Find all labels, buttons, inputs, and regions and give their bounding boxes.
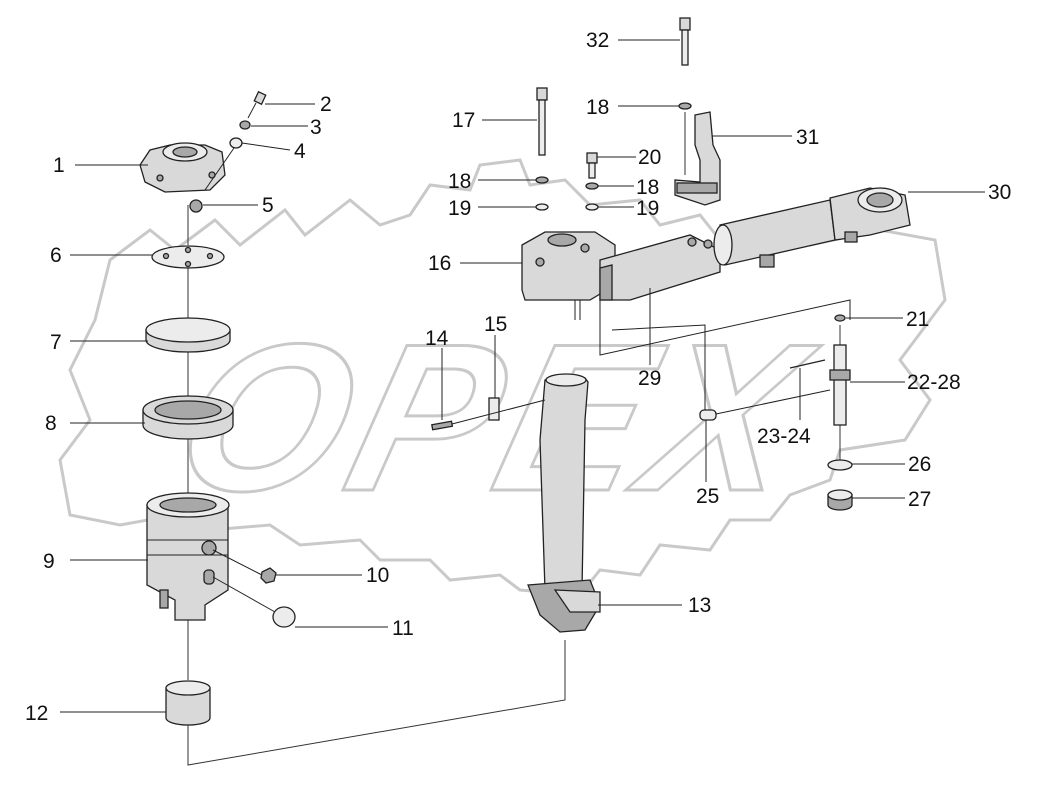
callout-8: 8	[45, 412, 57, 435]
left-stack-axis	[187, 205, 566, 766]
callout-4: 4	[294, 140, 306, 163]
callout-23-24: 23-24	[757, 425, 811, 448]
callout-29: 29	[638, 367, 661, 390]
leader-lines	[60, 39, 985, 713]
callout-18a: 18	[448, 170, 471, 193]
part-9-housing	[146, 492, 230, 621]
callout-26: 26	[908, 453, 931, 476]
part-12-bushing	[165, 680, 211, 726]
part-30-cylinder	[713, 187, 911, 268]
part-26-washer	[827, 459, 853, 471]
part-7-disc	[145, 317, 231, 353]
callout-14: 14	[425, 327, 449, 350]
part-5-nut	[189, 199, 203, 213]
part-31-bracket	[674, 111, 721, 206]
callout-10: 10	[366, 564, 389, 587]
part-1-upper-bracket	[139, 142, 226, 193]
part-25-clip	[699, 389, 831, 421]
callout-11: 11	[392, 617, 414, 640]
callout-9: 9	[43, 550, 55, 573]
callout-27: 27	[908, 488, 931, 511]
callout-25: 25	[696, 485, 719, 508]
callout-21: 21	[906, 308, 929, 331]
part-19-washer-a	[535, 203, 549, 211]
part-8-bearing-ring	[142, 395, 234, 440]
part-13-column-foot	[527, 373, 601, 633]
callout-6: 6	[50, 244, 62, 267]
part-3-washer	[239, 120, 251, 130]
callout-31: 31	[796, 126, 819, 149]
part-18-washer-a	[535, 176, 549, 184]
part-15-key	[488, 397, 500, 421]
part-27-nut	[827, 489, 853, 511]
part-17-long-bolt	[536, 87, 548, 156]
part-32-bolt	[679, 17, 691, 66]
part-11-plug	[212, 576, 296, 628]
callout-1: 1	[53, 154, 65, 177]
callout-32: 32	[586, 29, 609, 52]
callout-19a: 19	[448, 197, 471, 220]
part-22-28-pin-assembly	[829, 344, 851, 426]
callout-22-28: 22-28	[907, 371, 961, 394]
callout-15: 15	[484, 313, 507, 336]
part-6-flange-plate	[151, 245, 225, 269]
callout-20: 20	[638, 146, 661, 169]
part-19-washer-b	[585, 203, 599, 211]
callout-13: 13	[688, 594, 711, 617]
callout-5: 5	[262, 194, 274, 217]
callout-18c: 18	[636, 176, 659, 199]
watermark-gear-outline	[58, 158, 947, 597]
callout-2: 2	[320, 93, 332, 116]
part-18-washer-c	[678, 102, 692, 110]
part-18-washer-b	[585, 182, 599, 190]
right-sub-axes	[599, 299, 851, 460]
part-23-24-cotter	[789, 359, 826, 369]
callout-30: 30	[988, 181, 1011, 204]
part-10-nut	[212, 549, 277, 584]
part-2-screw	[247, 90, 267, 119]
part-21-ring	[834, 314, 846, 322]
callout-3: 3	[310, 116, 322, 139]
callout-12: 12	[25, 702, 48, 725]
callout-19b: 19	[636, 197, 659, 220]
callout-labels: 1 2 3 4 5 6 7 8 9 10 11 12 13 14 15 16 1…	[25, 29, 1011, 725]
part-20-bolt	[586, 152, 598, 179]
callout-7: 7	[50, 331, 62, 354]
callout-16: 16	[428, 252, 451, 275]
pin-axis-line	[451, 399, 546, 425]
callout-18b: 18	[586, 96, 609, 119]
callout-17: 17	[452, 109, 475, 132]
part-14-pin	[431, 420, 454, 431]
part-29-arm	[599, 234, 721, 301]
